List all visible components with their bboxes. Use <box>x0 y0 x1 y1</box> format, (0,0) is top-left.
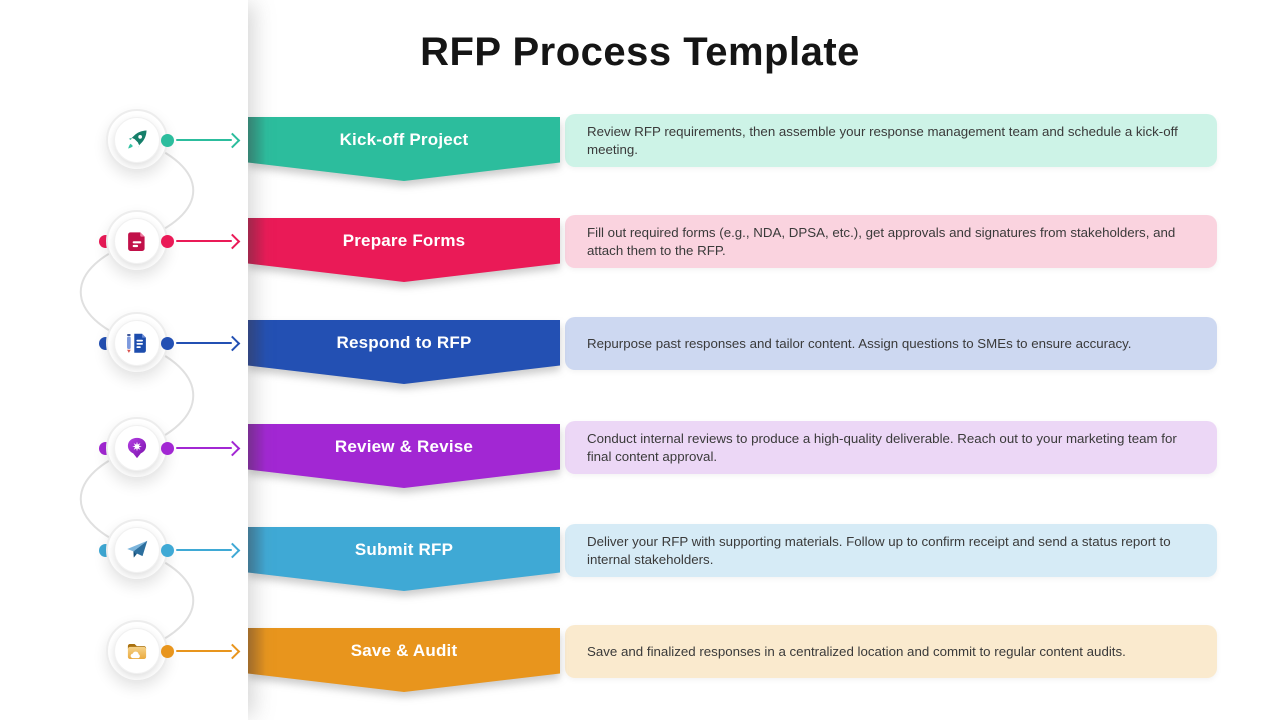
step-label: Respond to RFP <box>336 333 472 352</box>
step-description-card: Fill out required forms (e.g., NDA, DPSA… <box>565 215 1217 268</box>
node-circle <box>114 218 160 264</box>
step-description: Fill out required forms (e.g., NDA, DPSA… <box>587 225 1176 258</box>
node-ring <box>106 417 168 479</box>
step-description-card: Deliver your RFP with supporting materia… <box>565 524 1217 577</box>
node-ring <box>106 312 168 374</box>
banner-ribbon: Respond to RFP <box>248 320 560 384</box>
approval-badge-icon <box>127 437 147 459</box>
sidebar <box>0 0 248 720</box>
arrow-line <box>176 139 232 141</box>
rocket-icon <box>128 130 147 149</box>
right-dot <box>161 543 174 557</box>
step-description: Conduct internal reviews to produce a hi… <box>587 431 1177 464</box>
banner-ribbon: Kick-off Project <box>248 117 560 181</box>
step-description-card: Review RFP requirements, then assemble y… <box>565 114 1217 167</box>
banner-ribbon: Review & Revise <box>248 424 560 488</box>
step-description-card: Conduct internal reviews to produce a hi… <box>565 421 1217 474</box>
document-form-icon <box>128 232 145 251</box>
banner-ribbon: Save & Audit <box>248 628 560 692</box>
node-circle <box>114 425 160 471</box>
step-banner: Respond to RFP <box>248 320 560 384</box>
step-label: Save & Audit <box>350 641 458 660</box>
arrow-line <box>176 240 232 242</box>
arrow-line <box>176 342 232 344</box>
step-label: Submit RFP <box>354 540 454 559</box>
right-dot <box>161 234 174 248</box>
right-dot <box>161 441 174 455</box>
step-description: Deliver your RFP with supporting materia… <box>587 534 1171 567</box>
node-circle <box>114 628 160 674</box>
step-banner: Submit RFP <box>248 527 560 591</box>
arrow-line <box>176 650 232 652</box>
step-description-card: Repurpose past responses and tailor cont… <box>565 317 1217 370</box>
node-circle <box>114 320 160 366</box>
step-banner: Save & Audit <box>248 628 560 692</box>
right-dot <box>161 644 174 658</box>
step-banner: Review & Revise <box>248 424 560 488</box>
node-circle <box>114 117 160 163</box>
step-description-card: Save and finalized responses in a centra… <box>565 625 1217 678</box>
node-ring <box>106 519 168 581</box>
step-banner: Prepare Forms <box>248 218 560 282</box>
banner-ribbon: Prepare Forms <box>248 218 560 282</box>
step-description: Save and finalized responses in a centra… <box>587 643 1126 659</box>
paper-plane-icon <box>127 540 148 558</box>
step-label: Kick-off Project <box>339 130 469 149</box>
arrow-line <box>176 447 232 449</box>
step-label: Prepare Forms <box>342 231 466 250</box>
node-circle <box>114 527 160 573</box>
node-ring <box>106 109 168 171</box>
page-title: RFP Process Template <box>420 30 860 74</box>
node-ring <box>106 620 168 682</box>
step-banner: Kick-off Project <box>248 117 560 181</box>
node-ring <box>106 210 168 272</box>
edit-document-icon <box>127 333 146 353</box>
banner-ribbon: Submit RFP <box>248 527 560 591</box>
step-description: Repurpose past responses and tailor cont… <box>587 335 1132 351</box>
right-dot <box>161 133 174 147</box>
arrow-line <box>176 549 232 551</box>
right-dot <box>161 336 174 350</box>
folder-icon <box>127 643 147 660</box>
step-description: Review RFP requirements, then assemble y… <box>587 124 1178 157</box>
step-label: Review & Revise <box>334 437 474 456</box>
